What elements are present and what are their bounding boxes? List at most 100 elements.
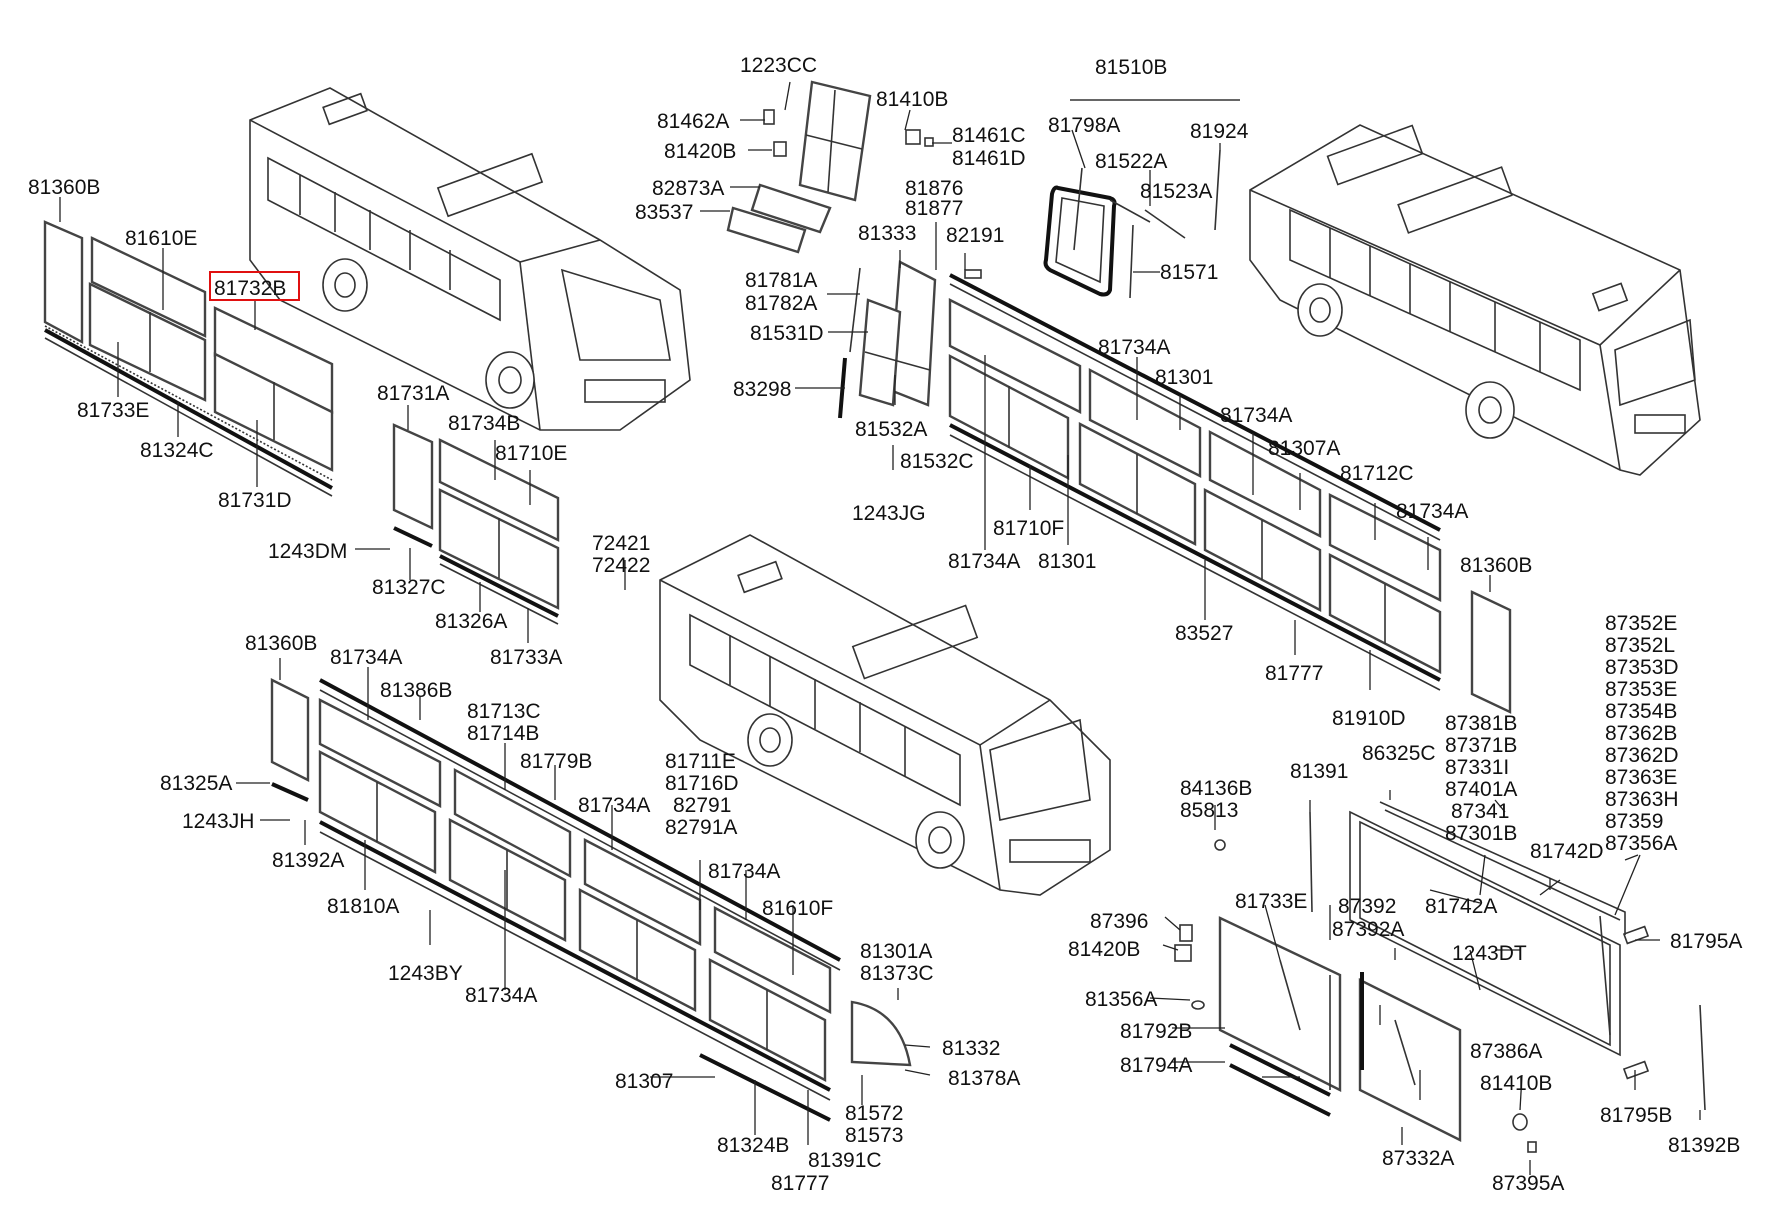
label-87354B[interactable]: 87354B bbox=[1605, 700, 1677, 723]
label-87301B[interactable]: 87301B bbox=[1445, 822, 1517, 845]
label-81742A[interactable]: 81742A bbox=[1425, 895, 1497, 918]
label-81420B-a[interactable]: 81420B bbox=[664, 140, 736, 163]
label-87392[interactable]: 87392 bbox=[1338, 895, 1396, 918]
label-81360B-b[interactable]: 81360B bbox=[1460, 554, 1532, 577]
label-81610E[interactable]: 81610E bbox=[125, 227, 197, 250]
label-81333[interactable]: 81333 bbox=[858, 222, 916, 245]
label-1243BY[interactable]: 1243BY bbox=[388, 962, 463, 985]
label-81461C[interactable]: 81461C bbox=[952, 124, 1026, 147]
label-87362B[interactable]: 87362B bbox=[1605, 722, 1677, 745]
label-87352E[interactable]: 87352E bbox=[1605, 612, 1677, 635]
label-87341[interactable]: 87341 bbox=[1451, 800, 1509, 823]
label-81301-b[interactable]: 81301 bbox=[1038, 550, 1096, 573]
label-83527[interactable]: 83527 bbox=[1175, 622, 1233, 645]
label-87362D[interactable]: 87362D bbox=[1605, 744, 1679, 767]
label-81734B[interactable]: 81734B bbox=[448, 412, 520, 435]
label-81324B[interactable]: 81324B bbox=[717, 1134, 789, 1157]
label-81794A[interactable]: 81794A bbox=[1120, 1054, 1192, 1077]
label-81332[interactable]: 81332 bbox=[942, 1037, 1000, 1060]
label-81734A-b[interactable]: 81734A bbox=[1220, 404, 1292, 427]
label-81301-a[interactable]: 81301 bbox=[1155, 366, 1213, 389]
label-81307A[interactable]: 81307A bbox=[1268, 437, 1340, 460]
label-87359[interactable]: 87359 bbox=[1605, 810, 1663, 833]
label-87356A[interactable]: 87356A bbox=[1605, 832, 1677, 855]
label-87332A[interactable]: 87332A bbox=[1382, 1147, 1454, 1170]
label-81532A[interactable]: 81532A bbox=[855, 418, 927, 441]
label-72422[interactable]: 72422 bbox=[592, 554, 650, 577]
label-81876[interactable]: 81876 bbox=[905, 177, 963, 200]
label-81877[interactable]: 81877 bbox=[905, 197, 963, 220]
label-86325C[interactable]: 86325C bbox=[1362, 742, 1436, 765]
label-81410B-a[interactable]: 81410B bbox=[876, 88, 948, 111]
label-81742D[interactable]: 81742D bbox=[1530, 840, 1604, 863]
label-82191[interactable]: 82191 bbox=[946, 224, 1004, 247]
label-81782A[interactable]: 81782A bbox=[745, 292, 817, 315]
label-81712C[interactable]: 81712C bbox=[1340, 462, 1414, 485]
label-81307[interactable]: 81307 bbox=[615, 1070, 673, 1093]
label-81392A[interactable]: 81392A bbox=[272, 849, 344, 872]
label-81734A-d[interactable]: 81734A bbox=[948, 550, 1020, 573]
label-81356A[interactable]: 81356A bbox=[1085, 988, 1157, 1011]
label-81523A[interactable]: 81523A bbox=[1140, 180, 1212, 203]
label-87401A[interactable]: 87401A bbox=[1445, 778, 1517, 801]
label-87363H[interactable]: 87363H bbox=[1605, 788, 1679, 811]
label-81777-a[interactable]: 81777 bbox=[1265, 662, 1323, 685]
label-81510B[interactable]: 81510B bbox=[1095, 56, 1167, 79]
label-81710F[interactable]: 81710F bbox=[993, 517, 1064, 540]
label-81391[interactable]: 81391 bbox=[1290, 760, 1348, 783]
label-81327C[interactable]: 81327C bbox=[372, 576, 446, 599]
label-83537[interactable]: 83537 bbox=[635, 201, 693, 224]
label-1243JH[interactable]: 1243JH bbox=[182, 810, 254, 833]
label-81360B-a[interactable]: 81360B bbox=[28, 176, 100, 199]
label-81733E-b[interactable]: 81733E bbox=[1235, 890, 1307, 913]
label-81711E[interactable]: 81711E bbox=[665, 750, 736, 773]
label-81733A[interactable]: 81733A bbox=[490, 646, 562, 669]
label-81733E-a[interactable]: 81733E bbox=[77, 399, 149, 422]
label-81392B[interactable]: 81392B bbox=[1668, 1134, 1740, 1157]
label-81792B[interactable]: 81792B bbox=[1120, 1020, 1192, 1043]
label-81910D[interactable]: 81910D bbox=[1332, 707, 1406, 730]
label-81360B-c[interactable]: 81360B bbox=[245, 632, 317, 655]
label-1243DM[interactable]: 1243DM bbox=[268, 540, 347, 563]
label-81710E[interactable]: 81710E bbox=[495, 442, 567, 465]
label-81732B[interactable]: 81732B bbox=[214, 277, 286, 300]
label-87395A[interactable]: 87395A bbox=[1492, 1172, 1564, 1195]
label-81779B[interactable]: 81779B bbox=[520, 750, 592, 773]
label-81410B-b[interactable]: 81410B bbox=[1480, 1072, 1552, 1095]
label-81713C[interactable]: 81713C bbox=[467, 700, 541, 723]
label-72421[interactable]: 72421 bbox=[592, 532, 650, 555]
label-81391C[interactable]: 81391C bbox=[808, 1149, 882, 1172]
label-81373C[interactable]: 81373C bbox=[860, 962, 934, 985]
label-81781A[interactable]: 81781A bbox=[745, 269, 817, 292]
label-87363E[interactable]: 87363E bbox=[1605, 766, 1677, 789]
label-81610F[interactable]: 81610F bbox=[762, 897, 833, 920]
label-82791A[interactable]: 82791A bbox=[665, 816, 737, 839]
label-87353E[interactable]: 87353E bbox=[1605, 678, 1677, 701]
label-1223CC[interactable]: 1223CC bbox=[740, 54, 817, 77]
label-85813[interactable]: 85813 bbox=[1180, 799, 1238, 822]
label-1243JG[interactable]: 1243JG bbox=[852, 502, 926, 525]
label-81795A[interactable]: 81795A bbox=[1670, 930, 1742, 953]
label-81777-b[interactable]: 81777 bbox=[771, 1172, 829, 1195]
label-81301A[interactable]: 81301A bbox=[860, 940, 932, 963]
label-81325A[interactable]: 81325A bbox=[160, 772, 232, 795]
label-81572[interactable]: 81572 bbox=[845, 1102, 903, 1125]
label-81714B[interactable]: 81714B bbox=[467, 722, 539, 745]
label-81734A-g[interactable]: 81734A bbox=[708, 860, 780, 883]
label-81924[interactable]: 81924 bbox=[1190, 120, 1249, 143]
label-87371B[interactable]: 87371B bbox=[1445, 734, 1517, 757]
label-81531D[interactable]: 81531D bbox=[750, 322, 824, 345]
label-1243DT[interactable]: 1243DT bbox=[1452, 942, 1527, 965]
label-81571[interactable]: 81571 bbox=[1160, 261, 1218, 284]
label-81420B-b[interactable]: 81420B bbox=[1068, 938, 1140, 961]
label-81461D[interactable]: 81461D bbox=[952, 147, 1026, 170]
label-87331I[interactable]: 87331I bbox=[1445, 756, 1509, 779]
label-82873A[interactable]: 82873A bbox=[652, 177, 724, 200]
label-81532C[interactable]: 81532C bbox=[900, 450, 974, 473]
label-87396[interactable]: 87396 bbox=[1090, 910, 1148, 933]
label-81734A-a[interactable]: 81734A bbox=[1098, 336, 1170, 359]
label-87352L[interactable]: 87352L bbox=[1605, 634, 1675, 657]
label-81324C[interactable]: 81324C bbox=[140, 439, 214, 462]
label-87353D[interactable]: 87353D bbox=[1605, 656, 1679, 679]
label-87381B[interactable]: 87381B bbox=[1445, 712, 1517, 735]
